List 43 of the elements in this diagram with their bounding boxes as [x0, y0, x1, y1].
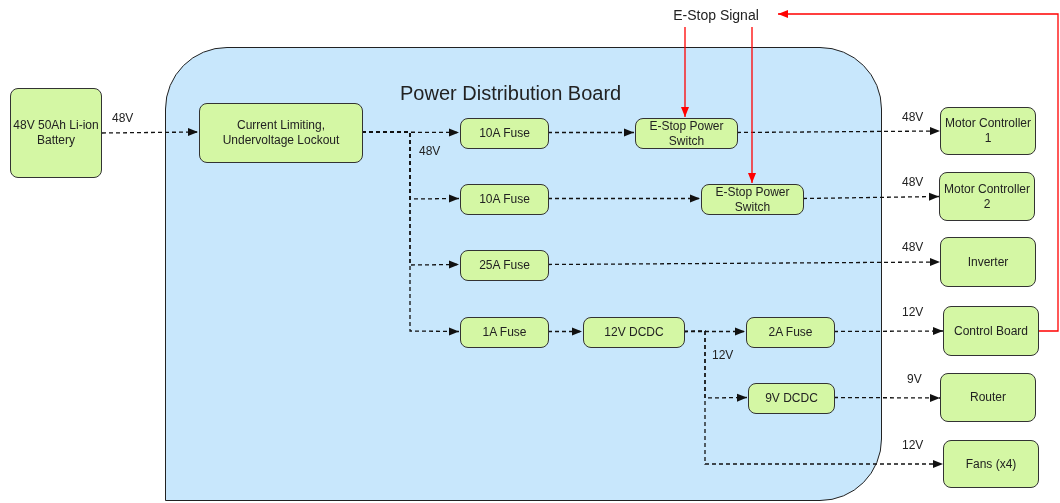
process-box: 12V DCDC — [583, 317, 685, 348]
process-box: Motor Controller 2 — [939, 172, 1035, 221]
arrow — [736, 126, 941, 136]
arrow — [101, 127, 199, 137]
voltage-label: 48V — [419, 144, 441, 158]
arrow — [361, 131, 460, 336]
voltage-label: 12V — [712, 348, 734, 362]
edge-label: 48V — [902, 240, 924, 254]
board-title: Power Distribution Board — [400, 81, 622, 106]
process-box: 48V 50Ah Li-ion Battery — [10, 88, 102, 178]
board-region — [165, 47, 882, 501]
arrow — [747, 26, 757, 184]
arrow — [777, 9, 1059, 332]
arrow — [833, 326, 944, 336]
process-box: 10A Fuse — [460, 118, 549, 149]
process-box: E-Stop Power Switch — [701, 184, 804, 215]
arrow — [683, 330, 944, 469]
arrow — [680, 26, 690, 118]
process-box: Current Limiting, Undervoltage Lockout — [199, 103, 363, 163]
process-box: 9V DCDC — [748, 383, 835, 414]
process-box: 2A Fuse — [746, 317, 835, 348]
process-box: Fans (x4) — [943, 440, 1039, 488]
edge-label: 48V — [112, 111, 134, 125]
process-box: 10A Fuse — [460, 184, 549, 215]
arrow — [547, 194, 701, 203]
arrow — [833, 393, 941, 403]
process-box: E-Stop Power Switch — [635, 118, 738, 149]
process-box: Motor Controller 1 — [940, 107, 1036, 155]
process-box: Inverter — [940, 237, 1036, 287]
process-box: Control Board — [943, 306, 1039, 356]
edge-label: 48V — [902, 175, 924, 189]
edge-label: 12V — [902, 305, 924, 319]
edge-label: 12V — [902, 438, 924, 452]
process-box: Router — [940, 373, 1036, 422]
edge-label: 9V — [907, 372, 922, 386]
edge-label: 48V — [902, 110, 924, 124]
arrow — [547, 327, 583, 336]
arrow — [802, 192, 940, 201]
signal-label: E-Stop Signal — [668, 5, 764, 27]
arrow — [547, 128, 635, 137]
process-box: 1A Fuse — [460, 317, 549, 348]
process-box: 25A Fuse — [460, 250, 549, 281]
arrow — [547, 257, 941, 267]
